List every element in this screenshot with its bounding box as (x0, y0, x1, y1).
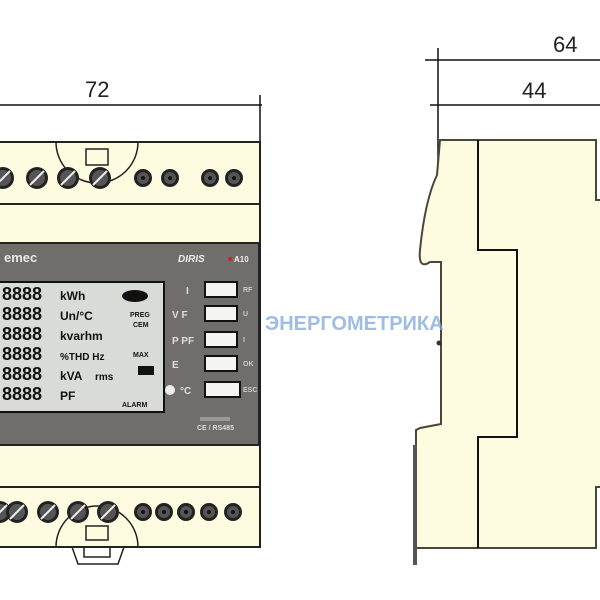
din-clip-bottom (55, 505, 139, 548)
side-body (415, 139, 600, 549)
button-label: P PF (172, 336, 194, 347)
button-column: I RF V F U P PF I E OK °C ESC (165, 281, 257, 398)
svg-text:Un/°C: Un/°C (60, 309, 93, 323)
terminal-screw (225, 169, 243, 187)
svg-text:8888: 8888 (2, 384, 42, 404)
terminal-screw (155, 503, 173, 521)
svg-text:8888: 8888 (2, 284, 42, 304)
terminal-screw (177, 503, 195, 521)
svg-text:kvarhm: kvarhm (60, 329, 103, 343)
terminal-screw (26, 167, 48, 189)
svg-text:ALARM: ALARM (122, 402, 147, 409)
button-function-label: OK (243, 361, 254, 368)
button-function-label: ESC (243, 387, 257, 394)
svg-text:kVA: kVA (60, 369, 83, 383)
lcd-units: kWh Un/°C kvarhm %THD Hz kVA PF (60, 289, 104, 403)
svg-text:%THD Hz: %THD Hz (60, 352, 104, 363)
front-button[interactable]: I RF (186, 281, 253, 298)
button-function-label: I (243, 337, 245, 344)
terminal-screws (0, 167, 243, 523)
svg-text:8888: 8888 (2, 324, 42, 344)
button-function-label: U (243, 311, 248, 318)
lcd-digits: 8888 8888 8888 8888 8888 8888 (2, 284, 42, 404)
svg-text:MAX: MAX (133, 352, 149, 359)
button-label: I (186, 286, 189, 297)
terminal-screw (97, 501, 119, 523)
terminal-screw (134, 169, 152, 187)
svg-text:PREG: PREG (130, 312, 150, 319)
terminal-screw (67, 501, 89, 523)
temperature-indicator-icon (165, 385, 175, 395)
front-button[interactable]: E OK (172, 355, 254, 372)
svg-text:8888: 8888 (2, 344, 42, 364)
svg-text:8888: 8888 (2, 304, 42, 324)
lcd-display (0, 281, 165, 413)
front-button[interactable]: P PF I (172, 331, 245, 348)
terminal-screw (134, 503, 152, 521)
footer-label: CE / RS485 (197, 425, 234, 432)
width-dimension: 72 (85, 77, 109, 102)
side-view: 64 44 (413, 32, 600, 565)
button-function-label: RF (243, 287, 253, 294)
terminal-screw (0, 167, 14, 189)
terminal-screw (37, 501, 59, 523)
depth-dimension: 44 (522, 78, 546, 103)
button-label: °C (180, 386, 191, 397)
svg-text:rms: rms (95, 372, 114, 383)
terminal-screw (201, 169, 219, 187)
terminal-screw (6, 501, 28, 523)
watermark: ЭНЕРГОМЕТРИКА (265, 313, 444, 335)
svg-text:PF: PF (60, 389, 75, 403)
status-led (228, 257, 232, 261)
terminal-screw (224, 503, 242, 521)
front-view: 72 emec DIRIS A10 8888 8888 8888 8888 88… (0, 77, 262, 565)
button-label: V F (172, 310, 188, 321)
svg-text:CEM: CEM (133, 322, 149, 329)
terminal-screw (89, 167, 111, 189)
svg-text:8888: 8888 (2, 364, 42, 384)
terminal-screw (57, 167, 79, 189)
terminal-screw (200, 503, 218, 521)
front-button[interactable]: °C ESC (180, 381, 257, 398)
model-name: DIRIS (178, 254, 205, 265)
terminal-screw (161, 169, 179, 187)
lcd-tags: PREG CEM MAX ALARM rms (95, 312, 150, 409)
button-label: E (172, 360, 179, 371)
svg-text:kWh: kWh (60, 289, 85, 303)
overall-depth-dimension: 64 (553, 32, 577, 57)
model-number: A10 (234, 255, 249, 264)
brand-logo: emec (4, 250, 37, 265)
